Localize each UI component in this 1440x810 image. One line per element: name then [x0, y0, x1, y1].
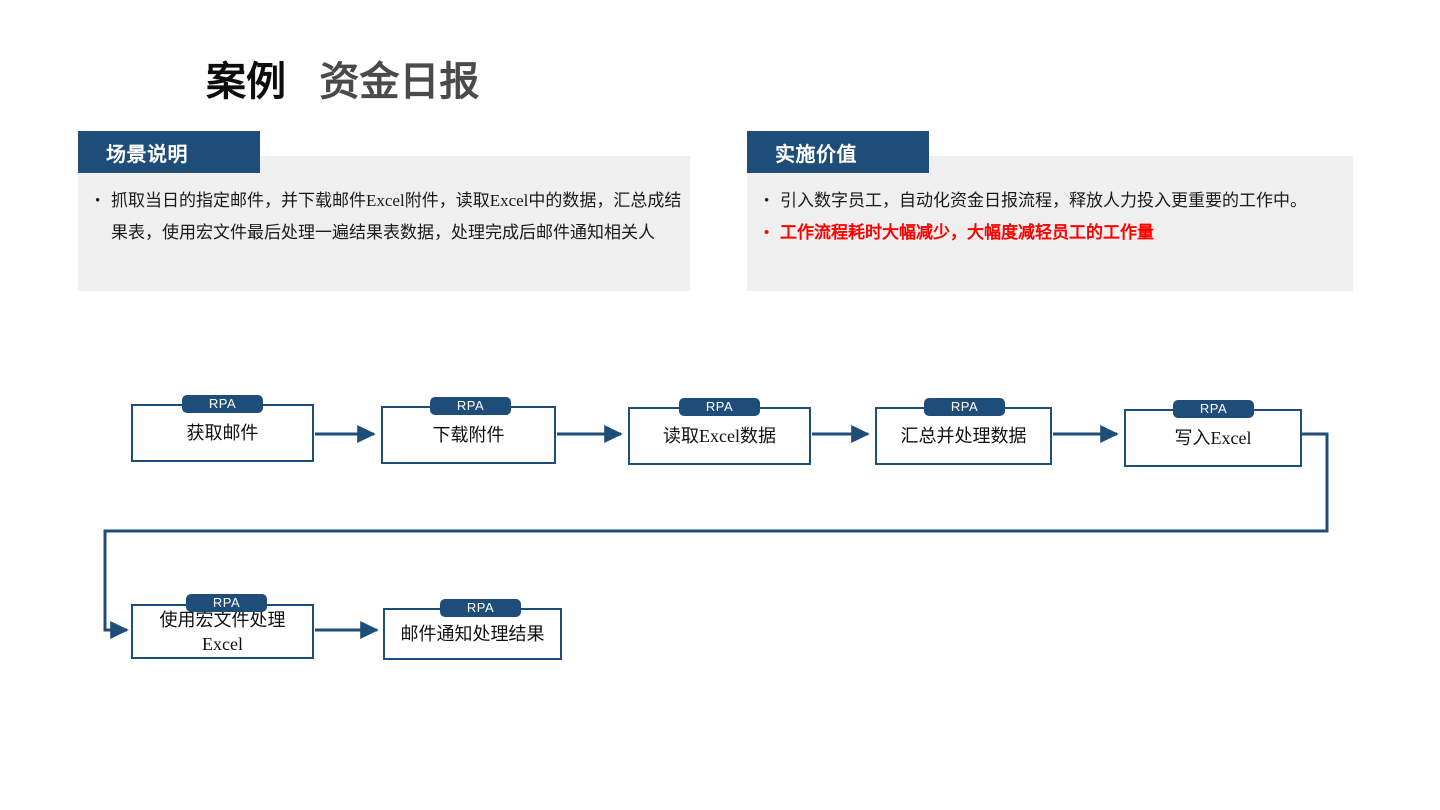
flow-node-label: 获取邮件	[186, 423, 259, 443]
list-item: • 引入数字员工，自动化资金日报流程，释放人力投入更重要的工作中。	[764, 185, 1364, 217]
bullet-marker: •	[764, 193, 770, 209]
list-item-highlight: • 工作流程耗时大幅减少，大幅度减轻员工的工作量	[764, 217, 1364, 249]
scene-description-header: 场景说明	[78, 131, 260, 173]
flow-node-label: 邮件通知处理结果	[400, 624, 545, 644]
flow-node-download-attachment[interactable]: 下载附件	[381, 406, 556, 464]
rpa-badge: RPA	[679, 398, 760, 416]
flow-node-label: 下载附件	[432, 425, 505, 445]
scene-description-header-label: 场景说明	[106, 143, 188, 166]
edge-n5-n6	[103, 432, 1329, 639]
bullet-marker: •	[95, 193, 101, 209]
flow-node-get-email[interactable]: 获取邮件	[131, 404, 314, 462]
rpa-badge: RPA	[430, 397, 511, 415]
flow-node-label: 使用宏文件处理 Excel	[159, 609, 286, 654]
flow-node-read-excel-data[interactable]: 读取Excel数据	[628, 407, 811, 465]
rpa-badge-label: RPA	[208, 396, 237, 411]
bullet-text-highlight: 工作流程耗时大幅减少，大幅度减轻员工的工作量	[780, 223, 1154, 242]
page-title: 案例 资金日报	[206, 62, 479, 102]
rpa-badge-label: RPA	[466, 600, 495, 615]
rpa-badge-label: RPA	[950, 399, 979, 414]
page-title-secondary: 资金日报	[319, 60, 480, 104]
scene-description-panel	[78, 156, 690, 291]
rpa-badge: RPA	[182, 395, 263, 413]
implementation-value-panel	[747, 156, 1353, 291]
rpa-badge-label: RPA	[212, 595, 241, 610]
implementation-value-header: 实施价值	[747, 131, 929, 173]
list-item: • 抓取当日的指定邮件，并下载邮件Excel附件，读取Excel中的数据，汇总成…	[95, 185, 685, 249]
bullet-marker: •	[764, 225, 770, 241]
flow-node-macro-process-excel[interactable]: 使用宏文件处理 Excel	[131, 604, 314, 659]
rpa-badge: RPA	[440, 599, 521, 617]
rpa-badge: RPA	[1173, 400, 1254, 418]
rpa-badge: RPA	[186, 594, 267, 612]
rpa-badge-label: RPA	[705, 399, 734, 414]
rpa-badge: RPA	[924, 398, 1005, 416]
flow-node-label: 写入Excel	[1174, 428, 1252, 448]
flow-node-label: 读取Excel数据	[663, 426, 776, 446]
implementation-value-bullets: • 引入数字员工，自动化资金日报流程，释放人力投入更重要的工作中。 • 工作流程…	[764, 185, 1364, 249]
rpa-badge-label: RPA	[1199, 401, 1228, 416]
flow-node-write-excel[interactable]: 写入Excel	[1124, 409, 1302, 467]
bullet-text: 引入数字员工，自动化资金日报流程，释放人力投入更重要的工作中。	[780, 191, 1307, 210]
rpa-badge-label: RPA	[456, 398, 485, 413]
implementation-value-header-label: 实施价值	[775, 143, 857, 166]
flow-node-label: 汇总并处理数据	[900, 426, 1027, 446]
scene-description-bullets: • 抓取当日的指定邮件，并下载邮件Excel附件，读取Excel中的数据，汇总成…	[95, 185, 685, 249]
bullet-text: 抓取当日的指定邮件，并下载邮件Excel附件，读取Excel中的数据，汇总成结果…	[111, 191, 682, 242]
page-title-primary: 案例	[206, 60, 286, 104]
